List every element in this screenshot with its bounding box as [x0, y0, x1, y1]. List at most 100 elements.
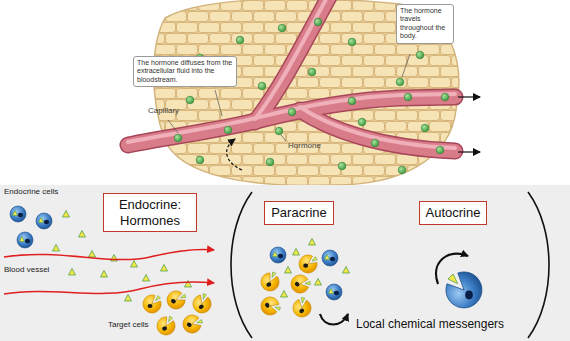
hormone-triangles	[343, 267, 350, 274]
leader-lines	[168, 120, 178, 133]
blood-vessel	[4, 249, 214, 259]
part-label: Capillary	[148, 107, 179, 116]
hormone-triangles	[161, 265, 168, 272]
hormone-dots	[398, 166, 406, 174]
paracrine-cells	[298, 254, 319, 275]
category-title: Endocrine: Hormones	[110, 197, 190, 228]
part-label: Hormone	[288, 142, 321, 151]
callout-text: The hormone diffuses from the extracellu…	[137, 59, 233, 84]
hormone-dots	[314, 18, 322, 26]
autocrine-cell	[446, 272, 482, 308]
caption-note: Local chemical messengers	[356, 318, 504, 331]
hormone-triangles	[63, 211, 70, 218]
callout-box: The hormone travels throughout the body.	[396, 4, 454, 44]
paracrine-cells	[289, 295, 314, 320]
paracrine-cells	[258, 247, 342, 321]
category-box: Endocrine: Hormones	[103, 193, 197, 232]
hormone-dots	[275, 127, 283, 135]
hormone-dots	[186, 96, 194, 104]
capillary-vessels	[128, 0, 455, 151]
capillary-vessels	[128, 0, 455, 151]
hormone-triangles	[281, 291, 288, 298]
hormone-dots	[358, 118, 366, 126]
hormone-dots	[436, 146, 444, 154]
hormone-triangles	[315, 279, 322, 286]
hormone-dots	[196, 156, 204, 164]
hormone-dots	[348, 97, 356, 105]
leader-lines	[215, 90, 222, 116]
curved-arrows	[320, 314, 348, 325]
leader-lines	[402, 54, 410, 77]
paracrine-cells	[258, 270, 281, 293]
hormone-triangles	[143, 275, 150, 282]
callout-box: The hormone diffuses from the extracellu…	[133, 56, 237, 87]
endocrine-cells	[17, 232, 33, 248]
hormone-triangles	[79, 231, 86, 238]
target-cells	[165, 288, 188, 311]
paracrine-cells	[326, 284, 342, 300]
endocrine-cells	[36, 213, 52, 229]
leader-lines	[281, 135, 286, 141]
hormone-dots	[278, 24, 286, 32]
category-box: Paracrine	[264, 201, 334, 225]
hormone-dots	[266, 158, 274, 166]
hormone-dots	[258, 82, 266, 90]
flow-arrows	[227, 139, 242, 170]
target-cells	[180, 312, 205, 337]
lower-panel	[0, 185, 570, 341]
hormone-dots	[441, 93, 449, 101]
hormone-dots	[236, 36, 244, 44]
paracrine-cells	[287, 271, 312, 296]
hormone-dots	[174, 134, 182, 142]
category-title: Autocrine	[426, 205, 481, 221]
flow-arrows	[227, 97, 480, 170]
hormone-triangles	[89, 251, 96, 258]
paracrine-cells	[270, 247, 286, 263]
part-label: Blood vessel	[4, 266, 49, 275]
blood-vessel	[4, 282, 214, 294]
hormone-dots	[224, 126, 232, 134]
autocrine-cell	[446, 272, 482, 308]
flow-arrows	[458, 96, 480, 97]
hormone-dots	[396, 78, 404, 86]
part-label: Endocrine cells	[4, 188, 58, 197]
blood-vessel	[4, 249, 214, 294]
parenthesis-brackets	[528, 192, 549, 338]
hormone-dots	[338, 162, 346, 170]
hormone-triangles	[125, 295, 132, 302]
category-box: Autocrine	[419, 201, 488, 225]
hormone-triangles	[69, 269, 76, 276]
paracrine-cells	[258, 294, 283, 319]
hormone-dots	[421, 124, 429, 132]
hormone-triangles	[293, 249, 300, 256]
hormone-dots	[288, 108, 296, 116]
capillary-vessels	[128, 0, 455, 148]
target-cells	[155, 315, 177, 337]
callout-text: The hormone travels throughout the body.	[400, 7, 450, 41]
hormone-dots	[348, 38, 356, 46]
hormone-dots	[404, 93, 412, 101]
category-title: Paracrine	[271, 205, 327, 221]
target-cells	[190, 292, 215, 317]
target-cells	[143, 288, 214, 337]
hormone-dots	[371, 139, 379, 147]
parenthesis-brackets	[231, 192, 549, 338]
hormone-triangles	[309, 239, 316, 246]
hormone-triangles	[53, 245, 60, 252]
parenthesis-brackets	[231, 192, 252, 338]
hormone-triangles	[131, 261, 138, 268]
capillary-vessels	[128, 0, 455, 151]
hormone-triangles	[101, 271, 108, 278]
hormone-dots	[416, 51, 424, 59]
part-label: Target cells	[108, 321, 148, 330]
paracrine-cells	[322, 250, 338, 266]
lower-panel	[0, 185, 570, 341]
target-cells	[143, 295, 161, 313]
endocrine-cells	[10, 206, 26, 222]
endocrine-cells	[10, 206, 52, 248]
hormone-dots	[308, 68, 316, 76]
